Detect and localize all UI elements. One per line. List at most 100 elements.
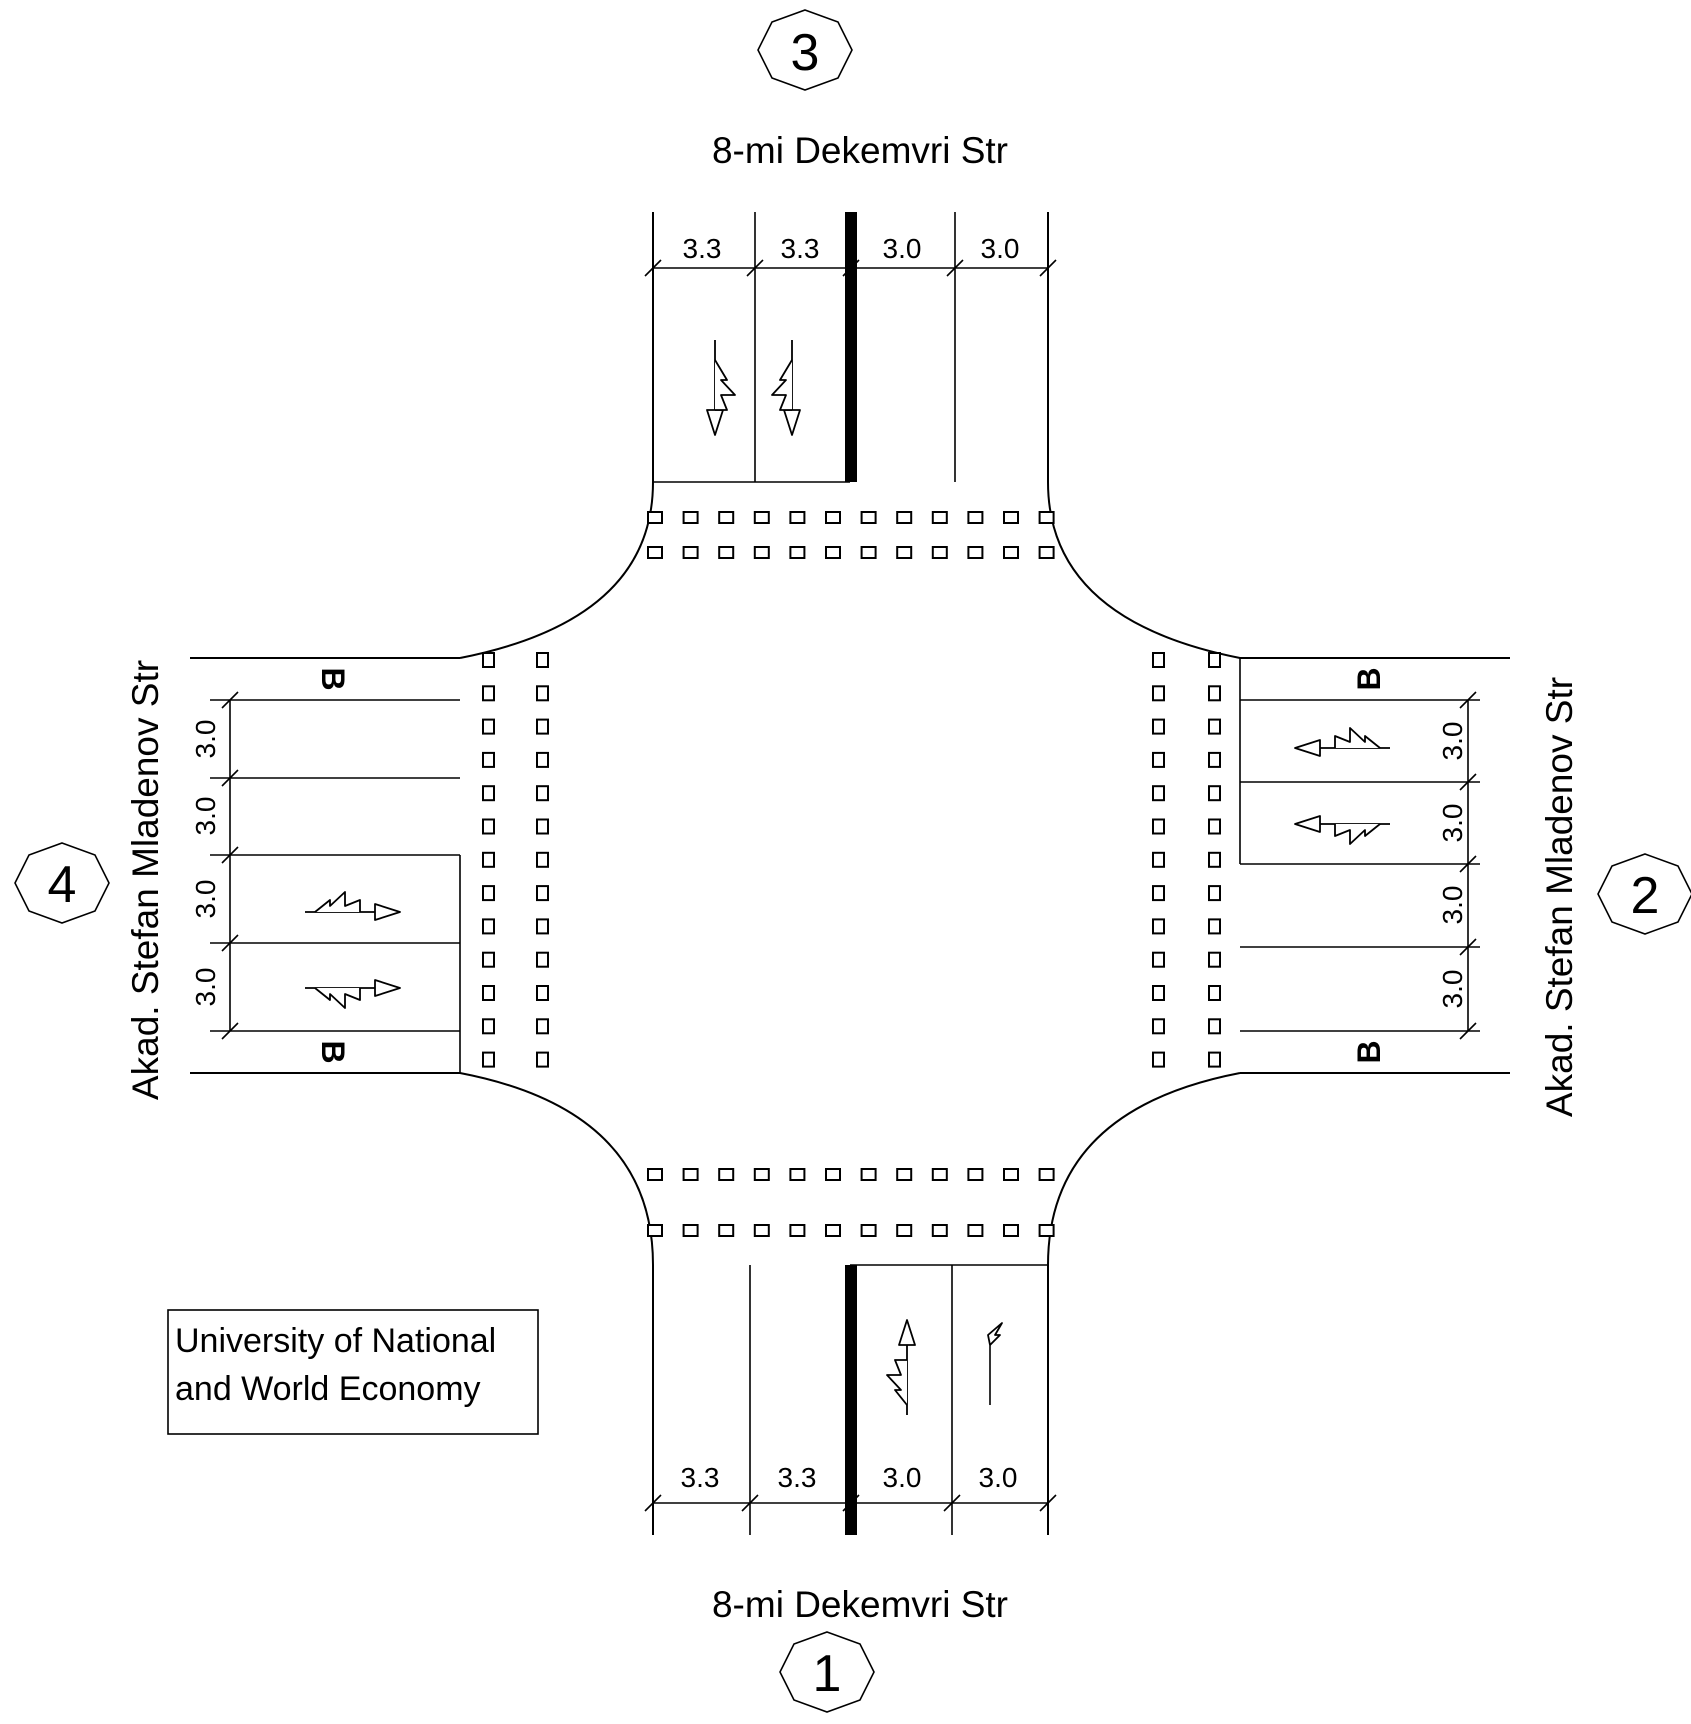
- south-crosswalk-square: [1003, 1224, 1019, 1237]
- street-name-south: 8-mi Dekemvri Str: [712, 1584, 1008, 1625]
- north-median: [845, 212, 857, 482]
- west-crosswalk-square: [482, 851, 495, 868]
- west-bus-lane-mark-bottom: B: [315, 1040, 351, 1063]
- east-crosswalk-square: [1208, 652, 1221, 668]
- north-crosswalk-square: [789, 511, 806, 524]
- east-crosswalk-square: [1152, 685, 1165, 702]
- south-crosswalk-square: [647, 1168, 663, 1181]
- north-crosswalk-square: [718, 511, 735, 524]
- corner-curbs: [459, 481, 1241, 1266]
- south-approach: 3.3 3.3 3.0 3.0: [644, 1264, 1057, 1535]
- pedestrian-crosswalks: [482, 511, 1221, 1237]
- south-right-arrow-icon: [987, 1322, 1003, 1405]
- east-crosswalk-square: [1208, 851, 1221, 868]
- north-crosswalk-square: [896, 546, 913, 559]
- north-crosswalk-square: [825, 511, 841, 524]
- approach-2-badge: 2: [1597, 853, 1691, 935]
- east-through-left-arrow-icon: [1294, 815, 1390, 845]
- east-crosswalk-square: [1152, 951, 1165, 968]
- west-crosswalk-square: [536, 951, 549, 968]
- east-approach: 3.0 3.0 3.0 3.0 B B: [1239, 657, 1510, 1074]
- west-crosswalk-square: [536, 685, 549, 702]
- west-crosswalk-square: [536, 1018, 549, 1035]
- west-crosswalk-square: [536, 918, 549, 935]
- east-crosswalk-square: [1208, 751, 1221, 768]
- university-landmark: University of National and World Economy: [167, 1309, 539, 1435]
- south-median: [845, 1265, 857, 1535]
- east-crosswalk-square: [1208, 985, 1221, 1001]
- west-crosswalk-square: [482, 751, 495, 768]
- west-crosswalk-square: [536, 985, 549, 1001]
- south-crosswalk-square: [789, 1224, 806, 1237]
- east-crosswalk-square: [1208, 885, 1221, 902]
- west-crosswalk-square: [536, 885, 549, 902]
- south-crosswalk-square: [967, 1224, 984, 1237]
- west-crosswalk-square: [536, 785, 549, 802]
- east-crosswalk-square: [1152, 652, 1165, 668]
- north-crosswalk-square: [647, 511, 663, 524]
- west-crosswalk-square: [536, 751, 549, 768]
- south-crosswalk-square: [718, 1224, 735, 1237]
- north-lane-width-4: 3.0: [981, 233, 1020, 264]
- south-crosswalk-square: [896, 1224, 913, 1237]
- south-lane-width-4: 3.0: [979, 1462, 1018, 1493]
- south-crosswalk-square: [860, 1224, 877, 1237]
- west-crosswalk-square: [536, 652, 549, 668]
- north-crosswalk-square: [1038, 546, 1055, 559]
- south-crosswalk-square: [896, 1168, 913, 1181]
- east-crosswalk-square: [1152, 851, 1165, 868]
- approach-1-number: 1: [813, 1645, 842, 1703]
- north-crosswalk-square: [860, 511, 877, 524]
- west-crosswalk-square: [482, 652, 495, 668]
- west-lane-width-1: 3.0: [190, 720, 221, 759]
- approach-4-badge: 4: [14, 842, 110, 924]
- north-crosswalk-square: [1003, 511, 1019, 524]
- street-name-east: Akad. Stefan Mladenov Str: [1539, 677, 1580, 1117]
- west-lane-width-4: 3.0: [190, 968, 221, 1007]
- east-bus-lane-mark-top: B: [1351, 667, 1387, 690]
- north-crosswalk-square: [682, 511, 699, 524]
- approach-2-number: 2: [1631, 867, 1660, 925]
- north-crosswalk-square: [789, 546, 806, 559]
- east-crosswalk-square: [1208, 818, 1221, 835]
- north-through-right-arrow-icon: [771, 340, 801, 436]
- west-crosswalk-square: [536, 818, 549, 835]
- street-name-west: Akad. Stefan Mladenov Str: [125, 660, 166, 1100]
- landmark-line-1: University of National: [175, 1322, 496, 1360]
- south-crosswalk-square: [967, 1168, 984, 1181]
- north-left-through-arrow-icon: [706, 340, 736, 436]
- west-crosswalk-square: [482, 918, 495, 935]
- west-crosswalk-square: [536, 718, 549, 735]
- north-crosswalk-square: [753, 546, 770, 559]
- east-crosswalk-square: [1208, 718, 1221, 735]
- north-crosswalk-square: [1003, 546, 1019, 559]
- east-crosswalk-square: [1208, 1018, 1221, 1035]
- east-crosswalk-square: [1208, 951, 1221, 968]
- north-approach: 3.3 3.3 3.0 3.0: [644, 212, 1057, 483]
- south-crosswalk-square: [825, 1224, 841, 1237]
- east-lane-width-3: 3.0: [1437, 886, 1468, 925]
- west-crosswalk-square: [482, 985, 495, 1001]
- north-crosswalk-square: [860, 546, 877, 559]
- approach-3-number: 3: [791, 24, 820, 82]
- south-lane-width-1: 3.3: [681, 1462, 720, 1493]
- north-crosswalk-square: [931, 511, 948, 524]
- street-name-north: 8-mi Dekemvri Str: [712, 130, 1008, 171]
- west-crosswalk-square: [482, 785, 495, 802]
- west-crosswalk-square: [482, 1018, 495, 1035]
- landmark-line-2: and World Economy: [175, 1370, 481, 1408]
- east-lane-width-1: 3.0: [1437, 722, 1468, 761]
- north-crosswalk-square: [1038, 511, 1055, 524]
- north-crosswalk-square: [931, 546, 948, 559]
- west-through-right-arrow-icon: [305, 979, 401, 1009]
- north-crosswalk-square: [896, 511, 913, 524]
- south-crosswalk-square: [1038, 1224, 1055, 1237]
- south-crosswalk-square: [1003, 1168, 1019, 1181]
- west-crosswalk-square: [536, 1051, 549, 1068]
- south-through-left-arrow-icon: [886, 1319, 916, 1415]
- approach-3-badge: 3: [757, 9, 853, 91]
- north-crosswalk-square: [647, 546, 663, 559]
- east-crosswalk-square: [1152, 1018, 1165, 1035]
- south-crosswalk-square: [647, 1224, 663, 1237]
